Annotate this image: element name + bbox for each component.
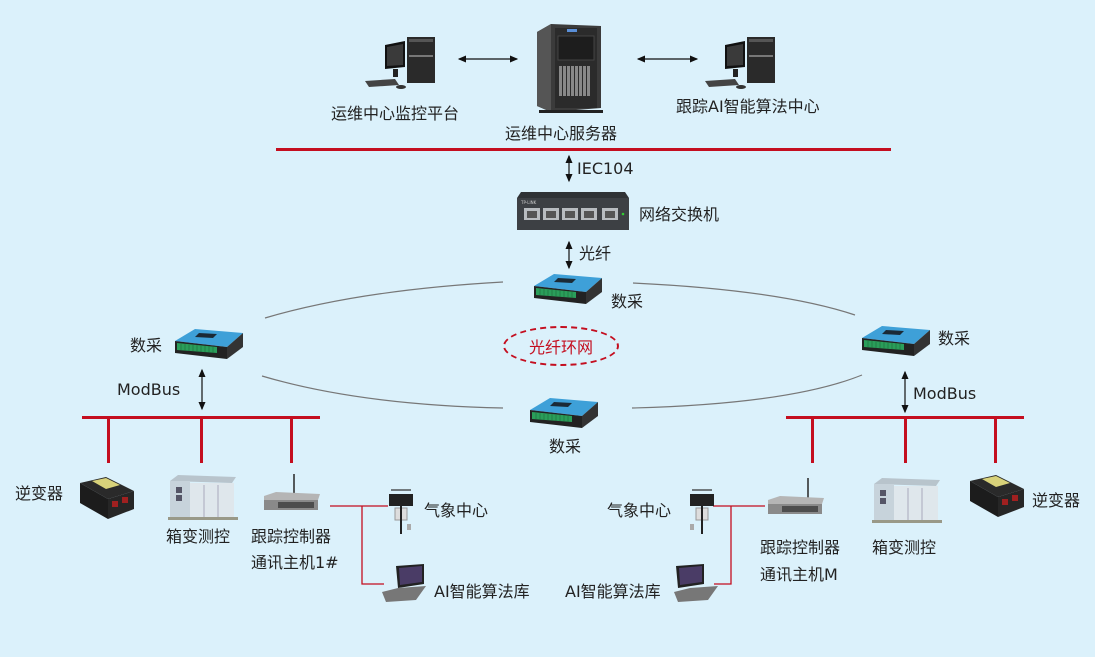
switch-brand: TP-LINK xyxy=(520,200,537,205)
right-bus-drop-3 xyxy=(994,417,997,463)
network-switch-icon: TP-LINK xyxy=(517,192,629,230)
server-label: 运维中心服务器 xyxy=(505,124,618,143)
daq-left-label: 数采 xyxy=(130,336,163,355)
left-weather-station-node[interactable] xyxy=(385,488,417,538)
right-inverter-label: 逆变器 xyxy=(1032,491,1081,510)
modbus-right-label: ModBus xyxy=(913,384,977,403)
right-weather-station-node[interactable] xyxy=(686,488,718,538)
fiber-ring-text: 光纤环网 xyxy=(528,338,593,357)
daq-bottom-node[interactable] xyxy=(528,394,600,430)
right-box-transformer-node[interactable] xyxy=(872,476,942,524)
desktop-computer-icon xyxy=(705,37,775,89)
daq-right-label: 数采 xyxy=(938,329,971,348)
monitor-platform-label: 运维中心监控平台 xyxy=(331,104,460,123)
ring-arc-bottom-right xyxy=(631,374,863,409)
right-inverter-node[interactable] xyxy=(966,473,1026,521)
communication-host-icon xyxy=(768,478,824,514)
left-ai-library-label: AI智能算法库 xyxy=(434,582,530,601)
right-controller-links xyxy=(713,505,765,585)
left-bus-drop-1 xyxy=(107,417,110,463)
box-transformer-icon xyxy=(872,478,942,523)
iec104-label: IEC104 xyxy=(577,159,634,178)
weather-station-icon xyxy=(389,489,413,534)
right-controller-label-1: 跟踪控制器 xyxy=(760,538,841,557)
left-weather-label: 气象中心 xyxy=(424,501,489,520)
data-acquisition-device-icon xyxy=(530,398,598,428)
weather-station-icon xyxy=(690,489,714,534)
left-box-transformer-node[interactable] xyxy=(168,473,238,521)
left-box-transformer-label: 箱变测控 xyxy=(166,527,231,546)
daq-top-label: 数采 xyxy=(611,292,644,311)
laptop-icon xyxy=(674,564,718,602)
data-acquisition-device-icon xyxy=(534,274,602,304)
monitor-platform-node[interactable] xyxy=(365,35,440,95)
top-bus xyxy=(276,148,891,151)
ring-arc-top-right xyxy=(632,282,856,316)
data-acquisition-device-icon xyxy=(175,329,243,359)
server-tower-icon xyxy=(537,24,603,113)
inverter-icon xyxy=(970,475,1024,517)
left-controller-label-1: 跟踪控制器 xyxy=(251,527,332,546)
left-ai-library-node[interactable] xyxy=(380,564,428,604)
ai-center-node[interactable] xyxy=(705,35,780,95)
fiber-label: 光纤 xyxy=(579,244,612,263)
left-inverter-node[interactable] xyxy=(76,475,136,523)
right-ai-library-node[interactable] xyxy=(672,564,720,604)
laptop-icon xyxy=(382,564,426,602)
right-weather-label: 气象中心 xyxy=(607,501,672,520)
right-box-transformer-label: 箱变测控 xyxy=(872,538,937,557)
left-bus-drop-2 xyxy=(200,417,203,463)
left-inverter-label: 逆变器 xyxy=(15,484,64,503)
inverter-icon xyxy=(80,477,134,519)
network-switch-node[interactable]: TP-LINK xyxy=(515,190,630,232)
box-transformer-icon xyxy=(168,475,238,520)
desktop-computer-icon xyxy=(365,37,435,89)
ring-arc-bottom-left xyxy=(261,375,504,409)
left-bus-drop-3 xyxy=(290,417,293,463)
right-controller-label-2: 通讯主机M xyxy=(760,565,838,584)
left-controller-node[interactable] xyxy=(262,472,322,514)
data-acquisition-device-icon xyxy=(862,326,930,356)
communication-host-icon xyxy=(264,474,320,510)
daq-left-node[interactable] xyxy=(173,325,245,361)
modbus-left-label: ModBus xyxy=(117,380,181,399)
right-bus-drop-2 xyxy=(904,417,907,463)
daq-right-node[interactable] xyxy=(860,322,932,358)
ring-arc-top-left xyxy=(264,281,504,319)
right-controller-node[interactable] xyxy=(766,476,826,518)
server-node[interactable] xyxy=(531,22,607,114)
right-ai-library-label: AI智能算法库 xyxy=(565,582,661,601)
ai-center-label: 跟踪AI智能算法中心 xyxy=(676,97,820,116)
switch-label: 网络交换机 xyxy=(639,205,720,224)
fiber-ring-label: 光纤环网 xyxy=(503,326,619,366)
left-controller-label-2: 通讯主机1# xyxy=(251,553,339,572)
daq-bottom-label: 数采 xyxy=(549,437,582,456)
daq-top-node[interactable] xyxy=(532,270,604,306)
right-bus-drop-1 xyxy=(811,417,814,463)
